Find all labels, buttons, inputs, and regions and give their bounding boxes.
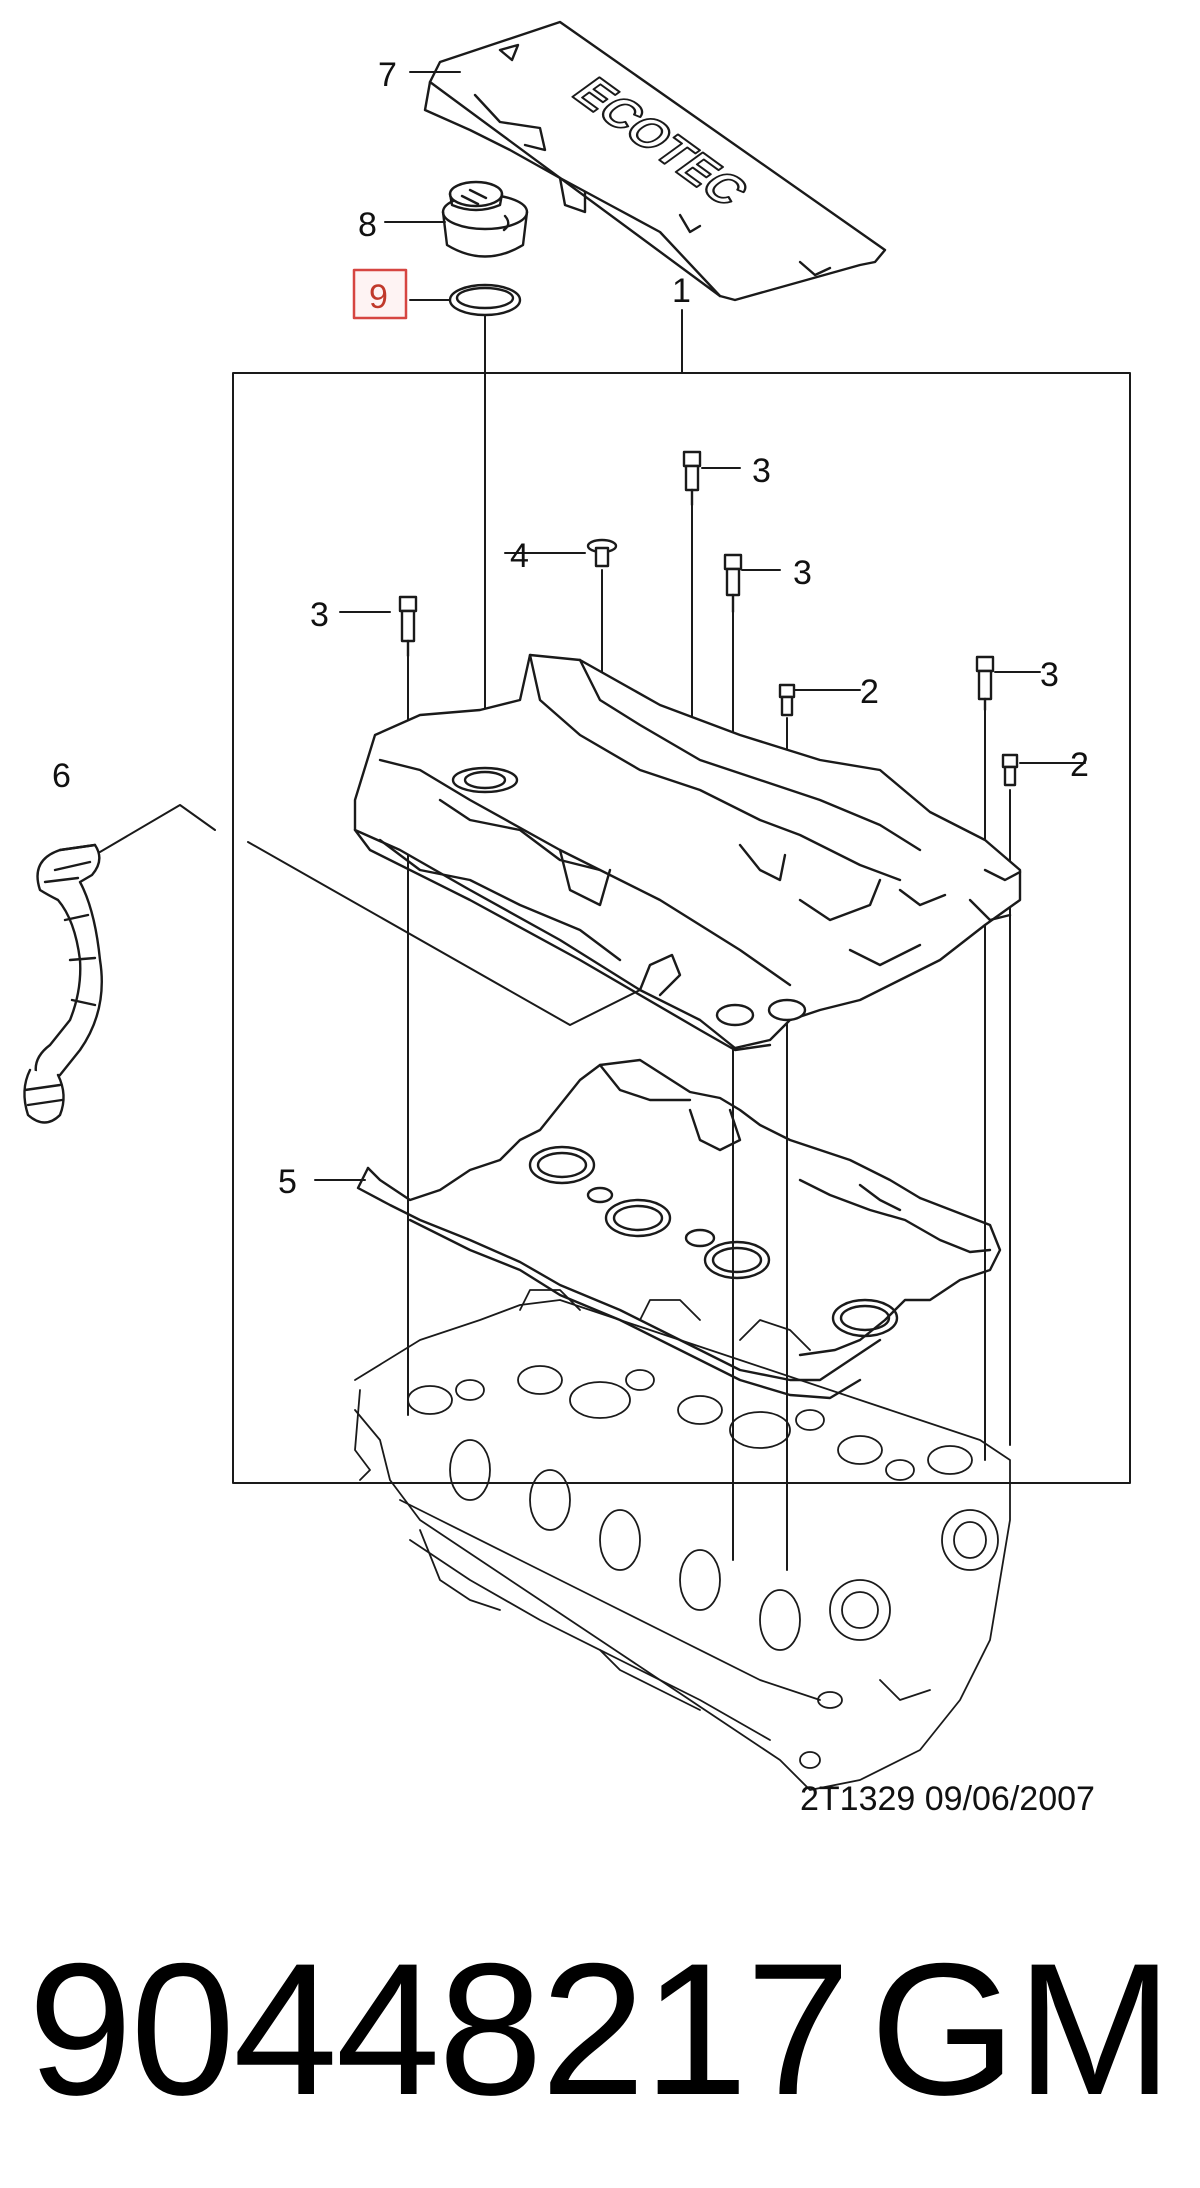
callout-6: 6: [52, 757, 71, 795]
part-number: 90448217: [28, 1924, 850, 2134]
cylinder-head: [354, 1289, 1011, 1791]
callout-1: 1: [672, 272, 691, 310]
valve-cover-part-1: [353, 653, 1022, 1052]
callout-3-left: 3: [310, 596, 329, 634]
brand-name: GM: [870, 1924, 1173, 2134]
callout-2-top: 2: [860, 673, 879, 711]
oil-cap-part-8: [441, 180, 529, 258]
highlight-box: [352, 268, 408, 320]
callout-4: 4: [510, 537, 529, 575]
seal-ring-part-9: [448, 283, 522, 317]
callout-7: 7: [378, 56, 397, 94]
callout-2-right: 2: [1070, 746, 1089, 784]
breather-hose-part-6: [23, 843, 103, 1124]
callout-3-right: 3: [1040, 656, 1059, 694]
bolts: [398, 450, 1019, 787]
callout-3-mid: 3: [793, 554, 812, 592]
callout-5: 5: [278, 1163, 297, 1201]
gasket-part-5: [356, 1058, 1002, 1400]
drawing-reference: 2T1329 09/06/2007: [800, 1780, 1095, 1818]
callout-3-top: 3: [752, 452, 771, 490]
callout-8: 8: [358, 206, 377, 244]
engine-cover-part-7: [423, 20, 887, 302]
callout-9[interactable]: 9: [369, 278, 388, 316]
